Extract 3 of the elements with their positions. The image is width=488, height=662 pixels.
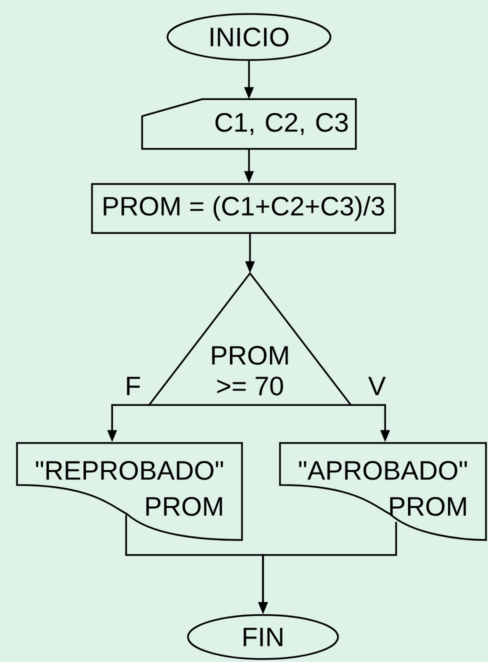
edge-label: V [366, 376, 388, 397]
edge-label: F [124, 376, 142, 397]
process-box: PROM = (C1+C2+C3)/3 [91, 183, 396, 234]
